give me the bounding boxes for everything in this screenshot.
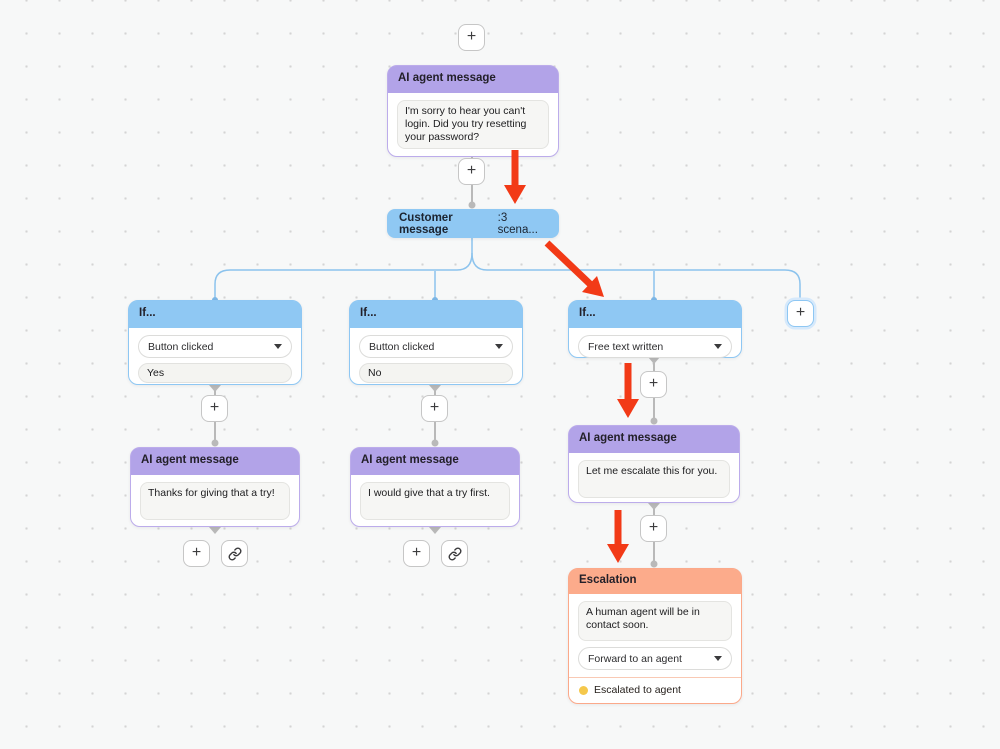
node-escalation[interactable]: Escalation A human agent will be in cont… xyxy=(568,568,742,704)
message-text[interactable]: Let me escalate this for you. xyxy=(578,460,730,498)
plus-icon: + xyxy=(795,304,806,321)
link-icon xyxy=(448,547,461,560)
plus-icon: + xyxy=(648,519,659,536)
escalation-action-dropdown[interactable]: Forward to an agent xyxy=(578,647,732,670)
add-node-button-after-if-free[interactable]: + xyxy=(640,371,667,398)
status-dot xyxy=(579,685,588,695)
link-node-button-left[interactable] xyxy=(221,540,248,567)
chevron-down-icon xyxy=(274,344,282,349)
message-text[interactable]: A human agent will be in contact soon. xyxy=(578,601,732,641)
add-node-button-top[interactable]: + xyxy=(458,24,485,51)
condition-dropdown[interactable]: Button clicked xyxy=(359,335,513,358)
node-title: Escalation xyxy=(569,569,741,594)
customer-message-suffix: :3 scena... xyxy=(497,211,538,236)
customer-message-label: Customer message xyxy=(399,211,453,236)
add-node-button-after-ai-top[interactable]: + xyxy=(458,158,485,185)
condition-dropdown[interactable]: Free text written xyxy=(578,335,732,358)
condition-value: Button clicked xyxy=(369,340,435,353)
add-node-button-after-if-no[interactable]: + xyxy=(421,395,448,422)
node-ai-agent-message-right[interactable]: AI agent message Let me escalate this fo… xyxy=(568,425,740,503)
add-node-button-after-if-yes[interactable]: + xyxy=(201,395,228,422)
node-title: AI agent message xyxy=(388,66,558,93)
node-title: AI agent message xyxy=(351,448,519,475)
plus-icon: + xyxy=(466,28,477,45)
condition-value: Button clicked xyxy=(148,340,214,353)
node-customer-message[interactable]: Customer message :3 scena... xyxy=(387,209,559,238)
plus-icon: + xyxy=(209,399,220,416)
link-icon xyxy=(228,547,241,560)
node-if-yes[interactable]: If... Button clicked Yes xyxy=(128,300,302,385)
plus-icon: + xyxy=(191,544,202,561)
chevron-down-icon xyxy=(495,344,503,349)
plus-icon: + xyxy=(429,399,440,416)
node-if-no[interactable]: If... Button clicked No xyxy=(349,300,523,385)
node-if-free-text[interactable]: If... Free text written xyxy=(568,300,742,358)
message-text[interactable]: I would give that a try first. xyxy=(360,482,510,520)
message-text[interactable]: I'm sorry to hear you can't login. Did y… xyxy=(397,100,549,150)
chevron-down-icon xyxy=(714,344,722,349)
add-node-button-after-ai-left[interactable]: + xyxy=(183,540,210,567)
branch-connector xyxy=(214,238,801,300)
add-branch-button[interactable]: + xyxy=(787,300,814,327)
status-label: Escalated to agent xyxy=(594,684,681,696)
condition-text-input[interactable]: Yes xyxy=(138,363,292,383)
link-node-button-middle[interactable] xyxy=(441,540,468,567)
condition-dropdown[interactable]: Button clicked xyxy=(138,335,292,358)
escalation-action-value: Forward to an agent xyxy=(588,652,682,665)
plus-icon: + xyxy=(648,375,659,392)
add-node-button-after-ai-middle[interactable]: + xyxy=(403,540,430,567)
node-title: AI agent message xyxy=(569,426,739,453)
node-title: If... xyxy=(569,301,741,328)
escalation-status: Escalated to agent xyxy=(569,677,741,703)
message-text[interactable]: Thanks for giving that a try! xyxy=(140,482,290,520)
node-title: If... xyxy=(350,301,522,328)
node-title: AI agent message xyxy=(131,448,299,475)
chevron-down-icon xyxy=(714,656,722,661)
node-title: If... xyxy=(129,301,301,328)
plus-icon: + xyxy=(466,162,477,179)
plus-icon: + xyxy=(411,544,422,561)
node-ai-agent-message-left[interactable]: AI agent message Thanks for giving that … xyxy=(130,447,300,527)
condition-text-input[interactable]: No xyxy=(359,363,513,383)
condition-value: Free text written xyxy=(588,340,664,353)
add-node-button-after-ai-right[interactable]: + xyxy=(640,515,667,542)
node-ai-agent-message-middle[interactable]: AI agent message I would give that a try… xyxy=(350,447,520,527)
node-ai-agent-message-top[interactable]: AI agent message I'm sorry to hear you c… xyxy=(387,65,559,158)
